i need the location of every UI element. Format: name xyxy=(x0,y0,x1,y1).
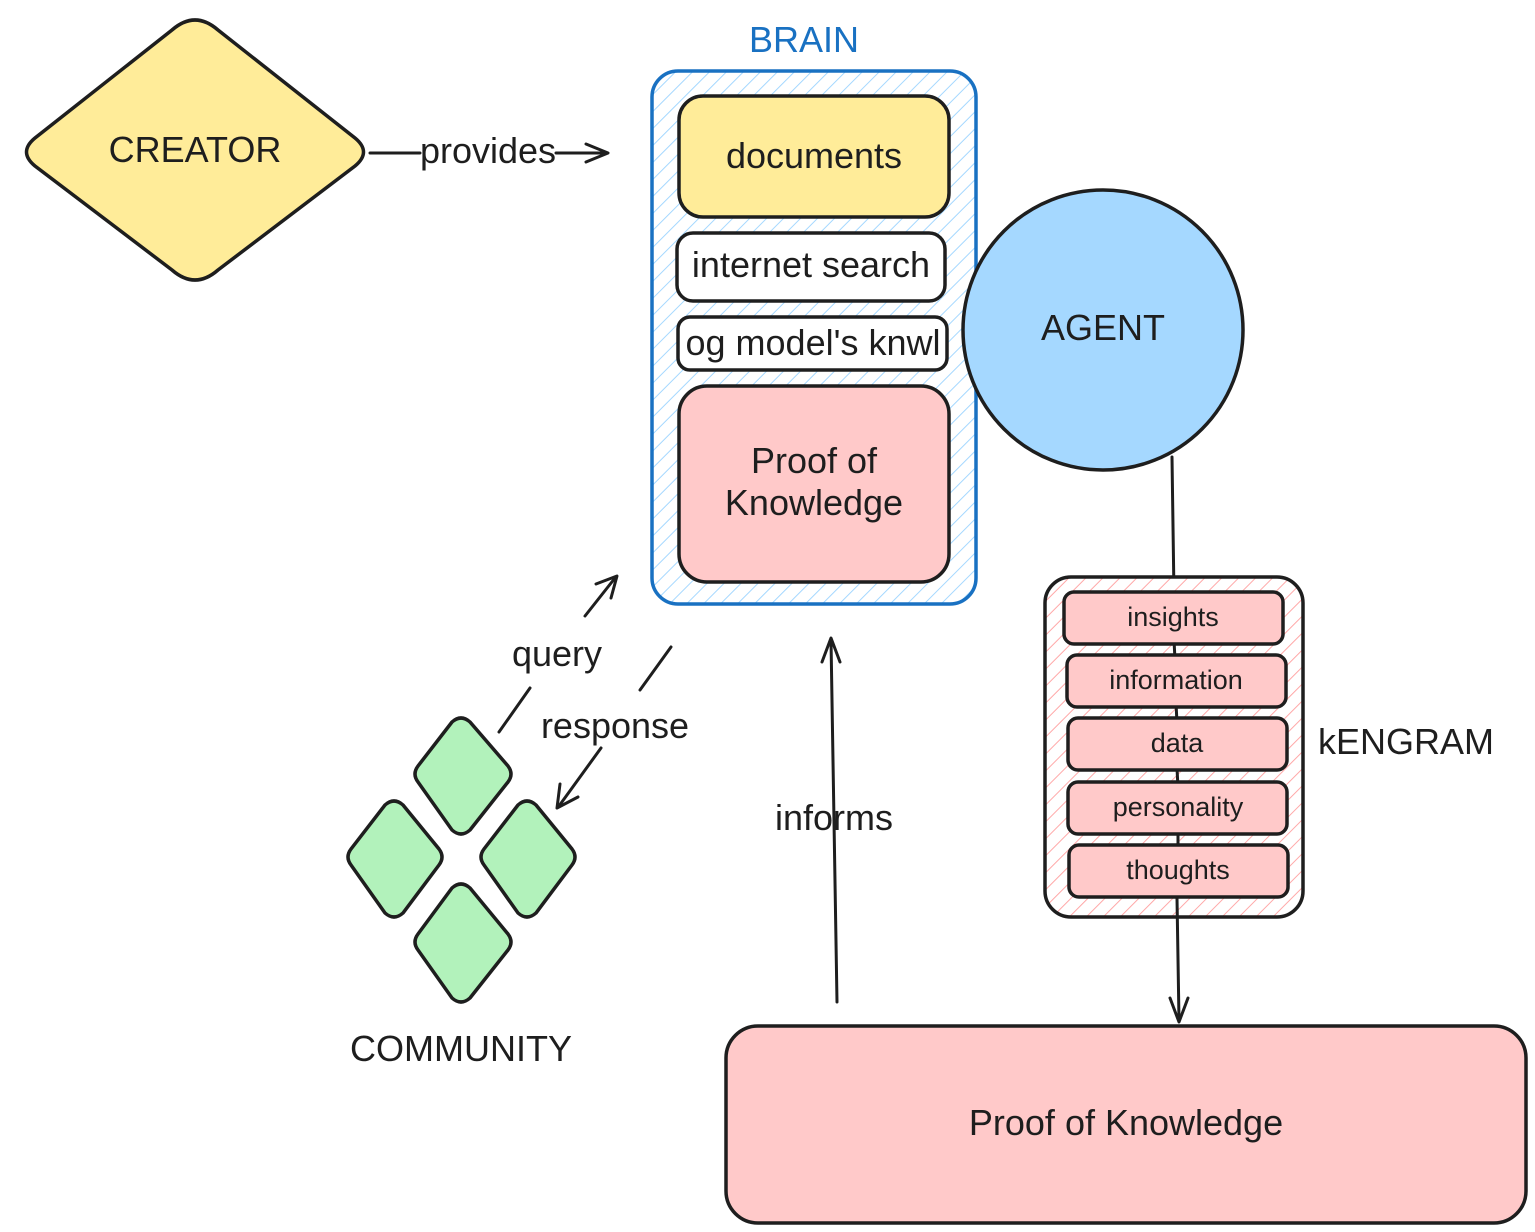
brain-title: BRAIN xyxy=(749,19,859,60)
edge-label-response: response xyxy=(541,705,689,746)
proof-of-knowledge-label: Proof of Knowledge xyxy=(969,1102,1283,1143)
brain-documents-label: documents xyxy=(726,135,902,176)
kengram-container: insights information data personality th… xyxy=(1043,575,1305,919)
agent-node: AGENT xyxy=(961,188,1245,472)
agent-label: AGENT xyxy=(1041,307,1165,348)
brain-og-model-box xyxy=(676,315,949,372)
edge-label-query: query xyxy=(512,633,602,674)
kengram-item-personality: personality xyxy=(1113,792,1244,822)
kengram-item-thoughts-box xyxy=(1067,843,1290,899)
kengram-item-insights: insights xyxy=(1127,602,1219,632)
community-node: COMMUNITY xyxy=(346,716,577,1069)
kengram-title: kENGRAM xyxy=(1318,721,1494,762)
proof-of-knowledge-node: Proof of Knowledge xyxy=(724,1024,1528,1225)
edge-label-informs: informs xyxy=(775,797,893,838)
brain-internet-search-box xyxy=(675,231,947,303)
edge-informs: informs xyxy=(775,636,893,1004)
brain-og-model-label: og model's knwl xyxy=(686,322,941,363)
kengram-item-data-box xyxy=(1066,716,1289,772)
kengram-item-information: information xyxy=(1109,665,1243,695)
kengram-item-insights-box xyxy=(1062,590,1285,646)
edge-provides: provides xyxy=(368,130,610,171)
creator-label: CREATOR xyxy=(109,129,282,170)
brain-container: BRAIN documents internet search og model… xyxy=(650,19,978,606)
brain-proof-label-line1: Proof of xyxy=(751,440,878,481)
edge-kengram-proof xyxy=(1168,896,1190,1024)
kengram-item-personality-box xyxy=(1066,780,1289,836)
kengram-item-thoughts: thoughts xyxy=(1126,855,1230,885)
kengram-item-information-box xyxy=(1065,653,1288,709)
community-label: COMMUNITY xyxy=(350,1028,572,1069)
creator-node: CREATOR xyxy=(24,18,366,282)
brain-internet-search-label: internet search xyxy=(692,244,930,285)
four-diamond-grid-icon xyxy=(346,716,577,1004)
edge-agent-kengram xyxy=(1170,455,1176,597)
brain-documents-box xyxy=(677,94,951,219)
brain-proof-label-line2: Knowledge xyxy=(725,482,903,523)
brain-proof-box xyxy=(677,384,951,584)
edge-query: query xyxy=(497,574,619,734)
kengram-item-data: data xyxy=(1151,728,1205,758)
edge-response: response xyxy=(541,645,689,810)
edge-label-provides: provides xyxy=(420,130,556,171)
